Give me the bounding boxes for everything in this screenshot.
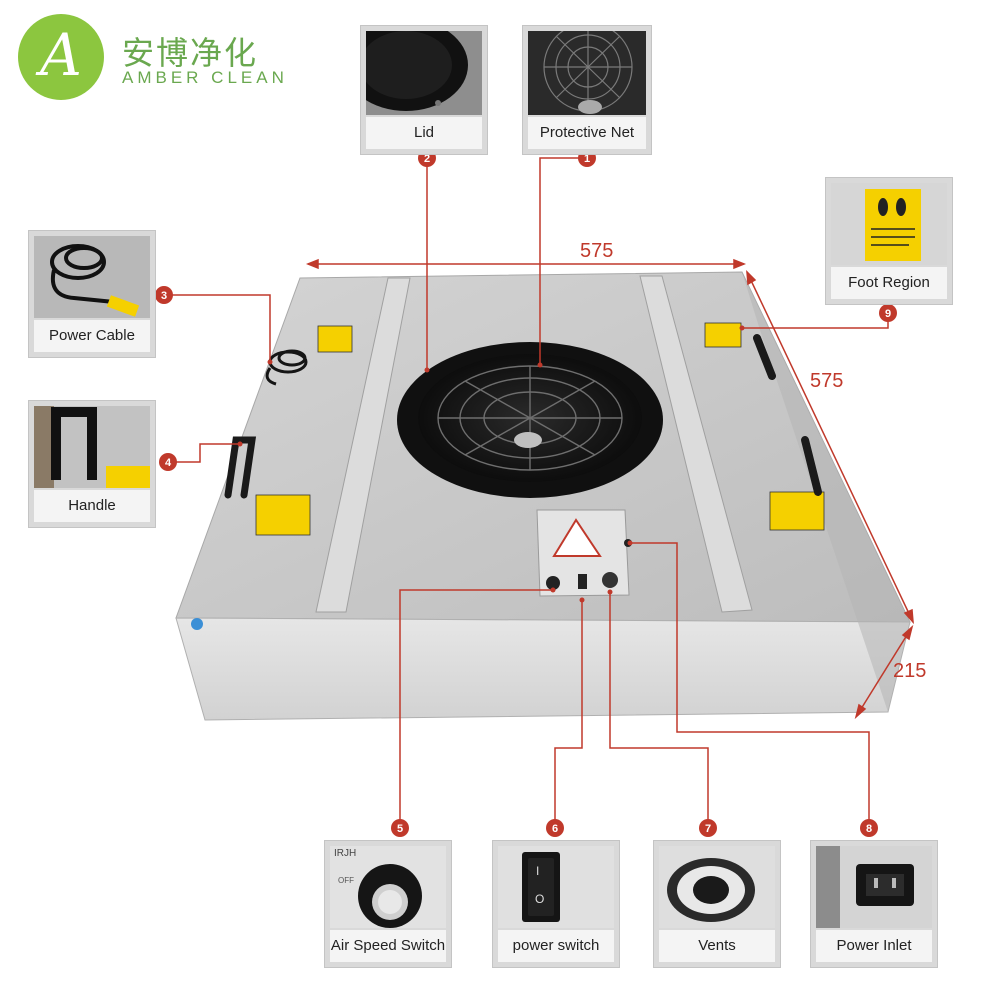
- warning-sticker-bottom-left: [255, 494, 311, 536]
- control-switch: [578, 574, 587, 589]
- warning-sticker-top-left: [317, 325, 353, 353]
- control-knob: [546, 576, 560, 590]
- handle-right-front: [801, 436, 822, 496]
- power-switch-photo: I O: [498, 846, 614, 928]
- power-inlet-photo: [816, 846, 932, 928]
- brand-en-name: AMBER CLEAN: [122, 68, 288, 87]
- leader-6: [554, 600, 583, 828]
- callout-label: power switch: [498, 930, 614, 962]
- handle-left: [224, 436, 257, 499]
- brand-logo: A: [18, 14, 104, 100]
- power-inlet-icon: [816, 846, 914, 928]
- control-box-warning: [552, 518, 602, 557]
- marker-6: 6: [546, 819, 564, 837]
- callout-label: Air Speed Switch: [330, 930, 446, 962]
- fan-hub: [514, 432, 542, 448]
- callout-label: Protective Net: [528, 117, 646, 149]
- callout-air-speed-switch: IRJH OFF Air Speed Switch: [324, 840, 452, 968]
- speed-knob-icon: [358, 864, 422, 928]
- callout-power-switch: I O power switch: [492, 840, 620, 968]
- marker-9: 9: [879, 304, 897, 322]
- callout-label: Lid: [366, 117, 482, 149]
- leader-3: [164, 294, 271, 362]
- unit-right-face: [742, 272, 910, 712]
- right-rail: [639, 275, 753, 613]
- switch-on-mark: I: [536, 864, 540, 878]
- callout-handle: Handle: [28, 400, 156, 528]
- callout-power-inlet: Power Inlet: [810, 840, 938, 968]
- leader-lines: [164, 157, 889, 828]
- corner-badge: [191, 618, 203, 630]
- unit-front-face: [175, 617, 911, 721]
- dim-height: 215: [893, 660, 927, 682]
- control-vent: [602, 572, 618, 588]
- rocker-switch-icon: [522, 852, 560, 922]
- leader-endpoints: [237, 325, 745, 603]
- handle-icon: [34, 406, 150, 488]
- svg-text:2: 2: [424, 153, 430, 165]
- logo-letter: A: [40, 21, 82, 89]
- callout-label: Foot Region: [831, 267, 947, 299]
- cable-photo: [34, 236, 150, 318]
- callout-label: Power Cable: [34, 320, 150, 352]
- dimension-lines: [305, 258, 914, 720]
- handle-photo: [34, 406, 150, 488]
- callout-label: Vents: [659, 930, 775, 962]
- callout-lid: Lid: [360, 25, 488, 155]
- svg-text:8: 8: [866, 823, 872, 835]
- svg-text:5: 5: [397, 823, 403, 835]
- leader-7: [609, 592, 709, 828]
- callout-label: Power Inlet: [816, 930, 932, 962]
- marker-8: 8: [860, 819, 878, 837]
- lid-photo: [366, 31, 482, 115]
- speed-switch-brand: IRJH: [334, 848, 357, 859]
- handle-right-back: [753, 334, 776, 380]
- speed-switch-photo: IRJH OFF: [330, 846, 446, 928]
- protective-net: [437, 365, 623, 471]
- svg-text:6: 6: [552, 823, 558, 835]
- leader-5: [399, 589, 553, 828]
- leader-4: [168, 443, 240, 463]
- svg-text:1: 1: [584, 153, 590, 165]
- marker-7: 7: [699, 819, 717, 837]
- dim-width: 575: [580, 240, 614, 262]
- marker-4: 4: [159, 453, 177, 471]
- vents-photo: [659, 846, 775, 928]
- svg-text:4: 4: [165, 457, 172, 469]
- callout-power-cable: Power Cable: [28, 230, 156, 358]
- vent-icon: [667, 858, 755, 922]
- foot-sticker-icon: [865, 189, 921, 261]
- brand-cn-name: 安博净化: [122, 34, 259, 72]
- svg-text:3: 3: [161, 290, 167, 302]
- callout-protective-net: Protective Net: [522, 25, 652, 155]
- callout-foot-region: Foot Region: [825, 177, 953, 305]
- speed-switch-off: OFF: [338, 876, 354, 885]
- svg-text:9: 9: [885, 308, 891, 320]
- power-cable-icon: [50, 244, 140, 317]
- warning-sticker-bottom-right: [769, 491, 825, 531]
- leader-1: [539, 157, 587, 365]
- dim-depth: 575: [810, 370, 844, 392]
- lid-icon: [366, 31, 468, 111]
- marker-3: 3: [155, 286, 173, 304]
- callout-vents: Vents: [653, 840, 781, 968]
- callout-label: Handle: [34, 490, 150, 522]
- svg-text:7: 7: [705, 823, 711, 835]
- protective-net-icon: [543, 31, 633, 114]
- warning-sticker-top-right: [704, 322, 742, 348]
- foot-region-photo: [831, 183, 947, 265]
- switch-off-mark: O: [535, 892, 545, 906]
- left-rail: [315, 277, 411, 613]
- net-photo: [528, 31, 646, 115]
- marker-5: 5: [391, 819, 409, 837]
- leader-8: [630, 542, 870, 828]
